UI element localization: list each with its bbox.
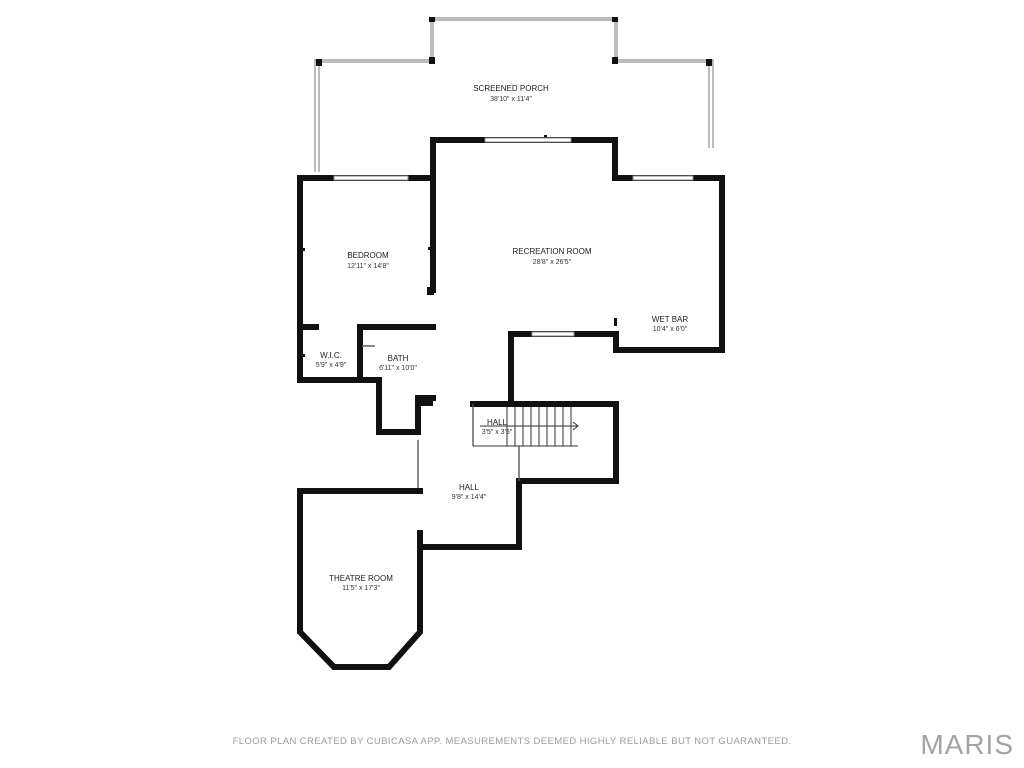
bedroom-dims: 12'11" x 14'8" [347,263,389,270]
bedroom-window [333,175,409,181]
staircase [473,407,579,447]
maris-logo: MARIS [920,729,1014,760]
stair-hall-walls [508,331,613,407]
stair-hall-label: HALL [487,418,508,427]
screened-porch-dims: 38'10" x 11'4" [490,96,532,103]
main-hall-dims: 9'8" x 14'4" [452,494,487,501]
theatre-room-label: THEATRE ROOM [329,574,393,583]
wic-label: W.I.C. [320,351,342,360]
wet-bar-dims: 10'4" x 6'0" [653,326,688,333]
theatre-room-dims: 11'5" x 17'3" [342,585,380,592]
bedroom-walls [297,175,436,383]
wic-dims: 5'9" x 4'9" [316,362,347,369]
screened-porch-enclosure [314,17,714,172]
disclaimer-text: FLOOR PLAN CREATED BY CUBICASA APP. MEAS… [232,736,792,747]
theatre-room-walls [297,488,423,670]
wet-bar-label: WET BAR [652,315,689,324]
stair-hall-dims: 3'5" x 3'6" [482,429,513,436]
screened-porch-label: SCREENED PORCH [473,84,549,93]
bedroom-label: BEDROOM [347,251,389,260]
bath-label: BATH [388,354,409,363]
recreation-room-dims: 28'8" x 26'5" [533,259,572,266]
bath-dims: 6'11" x 10'0" [379,365,417,372]
recreation-room-window-right [632,175,694,181]
recreation-room-label: RECREATION ROOM [513,247,592,256]
recreation-room-window [484,137,572,143]
main-hall-label: HALL [459,483,480,492]
